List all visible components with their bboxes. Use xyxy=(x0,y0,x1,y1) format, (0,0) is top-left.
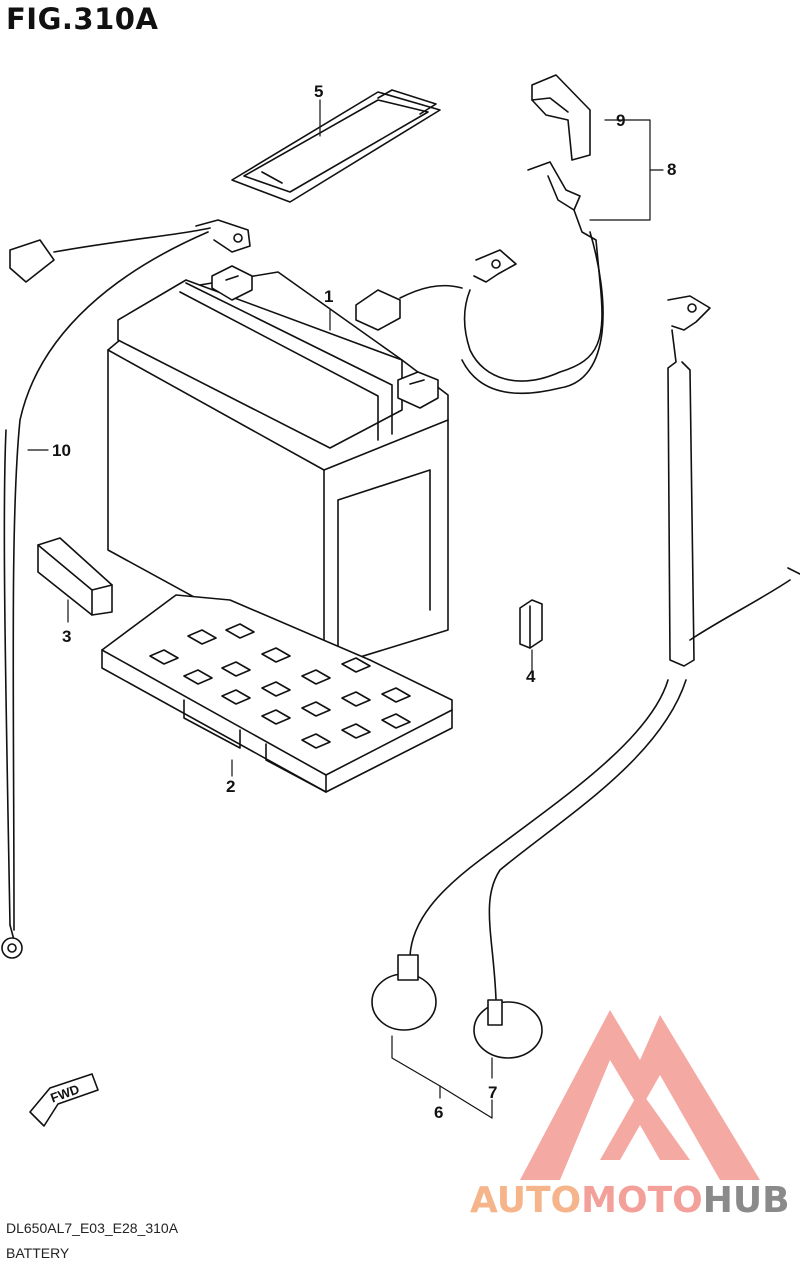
starter-cable xyxy=(371,295,800,1059)
watermark-part-moto: MOTO xyxy=(581,1180,703,1221)
callout-label-3: 3 xyxy=(62,627,71,646)
battery-tray xyxy=(101,594,453,793)
figure-title: FIG.310A xyxy=(6,2,159,36)
watermark-part-hub: HUB xyxy=(702,1180,790,1221)
callout-label-6: 6 xyxy=(434,1103,443,1122)
watermark-text: AUTOMOTOHUB xyxy=(470,1180,790,1221)
callout-label-2: 2 xyxy=(226,777,235,796)
tray-slots xyxy=(149,623,411,749)
negative-cable xyxy=(355,249,517,331)
watermark-part-auto: AUTO xyxy=(470,1180,582,1221)
diagram-code: DL650AL7_E03_E28_310A xyxy=(6,1220,179,1236)
small-pad xyxy=(519,599,543,649)
battery xyxy=(107,265,449,669)
diagram-caption: BATTERY xyxy=(6,1245,70,1261)
lead-wire xyxy=(1,219,251,959)
callout-label-1: 1 xyxy=(324,287,333,306)
callout-label-5: 5 xyxy=(314,82,323,101)
positive-cable xyxy=(461,74,604,395)
callout-label-4: 4 xyxy=(526,667,536,686)
callout-label-8: 8 xyxy=(667,160,676,179)
battery-band xyxy=(231,89,441,203)
callout-label-7: 7 xyxy=(488,1083,497,1102)
fwd-arrow-icon xyxy=(29,1073,99,1127)
leader-lines xyxy=(27,99,664,1119)
callout-label-9: 9 xyxy=(616,111,625,130)
watermark-logo xyxy=(520,1010,760,1180)
callout-label-10: 10 xyxy=(52,441,71,460)
